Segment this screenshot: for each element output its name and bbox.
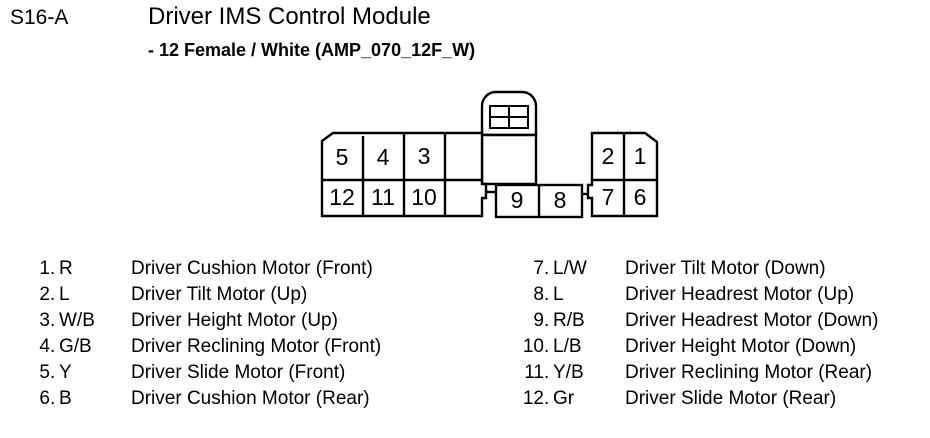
- pin-description: Driver Tilt Motor (Up): [131, 284, 308, 305]
- pin-description: Driver Cushion Motor (Front): [131, 258, 373, 279]
- pin-description: Driver Headrest Motor (Down): [625, 310, 879, 331]
- pin-wire-color-code: L: [553, 284, 564, 305]
- pin-number-separator: .: [50, 284, 56, 305]
- pin-number: 9: [533, 310, 544, 331]
- pin-wire-color-code: B: [59, 388, 72, 409]
- pin-label-8: 8: [554, 187, 567, 213]
- pin-number: 1: [39, 258, 50, 279]
- pin-number: 10: [522, 336, 544, 357]
- pin-wire-color-code: Y/B: [553, 362, 584, 383]
- pin-wire-color-code: L/W: [553, 258, 587, 279]
- pin-label-2: 2: [602, 143, 615, 169]
- pin-wire-color-code: L: [59, 284, 70, 305]
- pin-number-separator: .: [50, 336, 56, 357]
- pin-description: Driver Tilt Motor (Down): [625, 258, 826, 279]
- pin-label-12: 12: [329, 184, 355, 210]
- pin-number-separator: .: [50, 388, 56, 409]
- pin-number: 5: [39, 362, 50, 383]
- page-title: Driver IMS Control Module: [148, 3, 431, 30]
- pin-wire-color-code: Y: [59, 362, 72, 383]
- pin-legend-row: 8.L Driver Headrest Motor (Up): [510, 282, 878, 308]
- connector-center-block: [486, 183, 592, 219]
- pin-label-11: 11: [371, 184, 395, 210]
- pin-wire-color-code: Gr: [553, 388, 575, 409]
- pin-legend-row: 9.R/B Driver Headrest Motor (Down): [510, 308, 878, 334]
- pin-description: Driver Reclining Motor (Front): [131, 336, 382, 357]
- connector-code: S16-A: [10, 6, 69, 29]
- pin-number-separator: .: [544, 362, 550, 383]
- pin-legend-row: 5.Y Driver Slide Motor (Front): [16, 360, 381, 386]
- pin-number: 11: [524, 362, 544, 383]
- pin-number-separator: .: [544, 284, 550, 305]
- connector-svg: 5 4 3 2 1 12 11 10 9 8 7 6: [320, 90, 659, 219]
- pin-label-3: 3: [418, 143, 431, 169]
- pin-label-10: 10: [411, 184, 437, 210]
- pin-number: 6: [39, 388, 50, 409]
- pin-description: Driver Slide Motor (Rear): [625, 388, 837, 409]
- pin-legend-row: 3.W/B Driver Height Motor (Up): [16, 308, 381, 334]
- connector-latch-tab: [480, 90, 538, 137]
- pin-number-separator: .: [544, 388, 550, 409]
- pin-number-separator: .: [544, 336, 550, 357]
- pin-number: 2: [39, 284, 50, 305]
- connector-right-group: [586, 131, 659, 218]
- connector-pinout-diagram: 5 4 3 2 1 12 11 10 9 8 7 6: [300, 80, 680, 230]
- pin-description: Driver Reclining Motor (Rear): [625, 362, 873, 383]
- connector-center-body: [480, 133, 538, 186]
- pin-description: Driver Slide Motor (Front): [131, 362, 346, 383]
- pin-number-separator: .: [50, 258, 56, 279]
- pin-label-7: 7: [602, 184, 615, 210]
- pin-label-4: 4: [377, 144, 390, 170]
- pin-number: 7: [533, 258, 544, 279]
- pin-wire-color-code: G/B: [59, 336, 92, 357]
- pin-wire-color-code: W/B: [59, 310, 95, 331]
- pin-number-labels: 5 4 3 2 1 12 11 10 9 8 7 6: [329, 143, 646, 213]
- pin-number: 12: [522, 388, 544, 409]
- pin-number: 8: [533, 284, 544, 305]
- pin-number: 4: [39, 336, 50, 357]
- pin-label-5: 5: [336, 144, 349, 170]
- pin-legend-row: 7.L/W Driver Tilt Motor (Down): [510, 256, 878, 282]
- pin-number-separator: .: [544, 258, 550, 279]
- pin-legend-row: 11.Y/B Driver Reclining Motor (Rear): [510, 360, 878, 386]
- pin-legend-row: 12.Gr Driver Slide Motor (Rear): [510, 386, 878, 412]
- pin-description: Driver Headrest Motor (Up): [625, 284, 855, 305]
- pin-wire-color-code: L/B: [553, 336, 582, 357]
- pin-legend-row: 10.L/B Driver Height Motor (Down): [510, 334, 878, 360]
- pin-legend-row: 1.R Driver Cushion Motor (Front): [16, 256, 381, 282]
- pin-wire-color-code: R: [59, 258, 73, 279]
- pin-label-9: 9: [511, 187, 524, 213]
- connector-spec-subtitle: - 12 Female / White (AMP_070_12F_W): [148, 40, 476, 60]
- pin-description: Driver Height Motor (Up): [131, 310, 338, 331]
- pin-number-separator: .: [544, 310, 550, 331]
- pin-description: Driver Cushion Motor (Rear): [131, 388, 370, 409]
- pin-legend-row: 6.B Driver Cushion Motor (Rear): [16, 386, 381, 412]
- pin-number-separator: .: [50, 310, 56, 331]
- pin-number: 3: [39, 310, 50, 331]
- pin-legend-row: 2.L Driver Tilt Motor (Up): [16, 282, 381, 308]
- pin-wire-color-code: R/B: [553, 310, 585, 331]
- pin-number-separator: .: [50, 362, 56, 383]
- pin-description: Driver Height Motor (Down): [625, 336, 857, 357]
- pin-legend-row: 4.G/B Driver Reclining Motor (Front): [16, 334, 381, 360]
- pin-label-1: 1: [634, 143, 647, 169]
- pin-label-6: 6: [634, 184, 647, 210]
